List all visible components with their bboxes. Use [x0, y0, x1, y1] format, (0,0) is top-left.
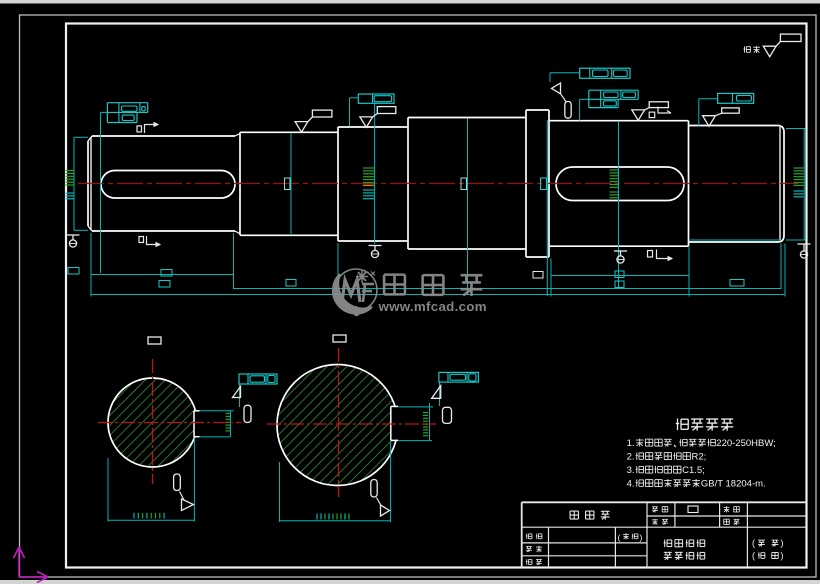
svg-text:3.: 3.	[627, 465, 635, 476]
svg-text:(: (	[618, 532, 621, 542]
svg-text:4.: 4.	[627, 479, 635, 490]
svg-text:): )	[781, 538, 784, 548]
svg-text:C1.5;: C1.5;	[682, 465, 705, 476]
svg-text:GB/T 18204-m.: GB/T 18204-m.	[701, 479, 766, 490]
svg-text:R2;: R2;	[692, 452, 707, 463]
svg-text:(: (	[752, 538, 755, 548]
svg-text:1.: 1.	[627, 438, 635, 449]
svg-text:(: (	[752, 551, 755, 561]
svg-text:): )	[640, 532, 643, 542]
svg-text:www.mfcad.com: www.mfcad.com	[378, 299, 487, 314]
svg-text:220-250HBW;: 220-250HBW;	[716, 438, 776, 449]
svg-text:): )	[781, 551, 784, 561]
svg-text:2.: 2.	[627, 452, 635, 463]
